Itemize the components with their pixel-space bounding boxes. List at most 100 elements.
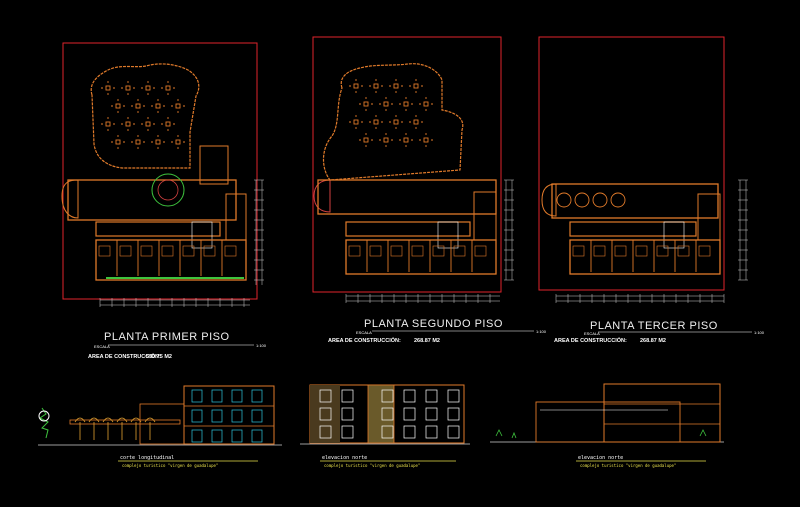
bed-icon: [369, 245, 382, 257]
corridor-3: [569, 221, 697, 237]
corridor: [95, 221, 221, 237]
bed-icon: [182, 245, 195, 257]
stair-icon: [191, 221, 213, 249]
table-set-icon: [383, 137, 389, 143]
table-set-icon: [383, 101, 389, 107]
table-set-icon: [125, 121, 131, 127]
escala-label-1: ESCALA: [94, 344, 110, 349]
bed-icon: [224, 245, 237, 257]
small-trees: [495, 429, 707, 439]
table-set-icon: [353, 119, 359, 125]
table-set-icon: [175, 139, 181, 145]
plan-title-3: PLANTA TERCER PISO: [590, 320, 718, 332]
bed-icon: [698, 245, 711, 257]
bed-icon: [140, 245, 153, 257]
table-set-icon: [363, 101, 369, 107]
bed-icon: [677, 245, 690, 257]
table-set-icon: [145, 121, 151, 127]
bed-icon: [119, 245, 132, 257]
bed-icon: [656, 245, 669, 257]
tree-icon: [38, 407, 50, 439]
entrance-curve-3: [541, 183, 557, 217]
bed-icon: [474, 245, 487, 257]
elevation-norte-2: elevacion norte complejo turistico "virg…: [490, 383, 724, 468]
section-openings: [191, 389, 263, 443]
table-set-icon: [135, 103, 141, 109]
bed-icon: [161, 245, 174, 257]
caption-corte: corte longitudinal: [120, 455, 174, 461]
terrace-outline-2: [322, 63, 464, 181]
subcaption-norte: complejo turistico "virgen de guadalupe": [324, 463, 420, 468]
table-set-icon: [413, 119, 419, 125]
bed-icon: [98, 245, 111, 257]
room-dividers-1: [98, 240, 237, 276]
plan-primer-piso: PLANTA PRIMER PISO ESCALA 1:100 AREA DE …: [61, 63, 267, 360]
scale-2: 1:100: [536, 329, 547, 334]
bed-icon: [614, 245, 627, 257]
stair-icon-3: [663, 221, 685, 249]
table-set-icon: [165, 121, 171, 127]
table-set-grid: [101, 81, 185, 149]
table-set-icon: [393, 83, 399, 89]
table-set-icon: [393, 119, 399, 125]
entrance-curve: [61, 179, 79, 219]
bed-icon: [203, 245, 216, 257]
entrance-curve-2: [313, 179, 331, 213]
table-set-icon: [165, 85, 171, 91]
rooms-row: [95, 239, 247, 281]
escala-label-2: ESCALA: [356, 330, 372, 335]
table-set-icon: [135, 139, 141, 145]
bed-icon: [390, 245, 403, 257]
lobby-block: [67, 179, 237, 221]
table-set-icon: [363, 137, 369, 143]
area-value-1: 550.75 M2: [146, 354, 172, 360]
caption-norte: elevacion norte: [322, 455, 367, 461]
bed-icon: [411, 245, 424, 257]
frame-segundo-piso: [312, 36, 502, 293]
area-label-1: AREA DE CONSTRUCCIÓN:: [88, 352, 161, 360]
plan-tercer-piso: PLANTA TERCER PISO ESCALA 1:100 AREA DE …: [541, 179, 765, 344]
bed-icon: [453, 245, 466, 257]
elevation-windows: [319, 389, 460, 439]
terrace-outline: [90, 63, 200, 169]
bed-icon: [635, 245, 648, 257]
room-dividers-3: [572, 240, 711, 272]
table-set-grid-2: [349, 79, 433, 147]
room-dividers-2: [348, 240, 487, 272]
stair-icon-2: [437, 221, 459, 249]
plan-title-2: PLANTA SEGUNDO PISO: [364, 318, 503, 330]
dimension-lines-2: [345, 179, 514, 303]
plan-segundo-piso: PLANTA SEGUNDO PISO ESCALA 1:100 AREA DE…: [313, 63, 547, 344]
table-set-icon: [145, 85, 151, 91]
area-label-3: AREA DE CONSTRUCCIÓN:: [554, 336, 627, 344]
subcaption-corte: complejo turistico "virgen de guadalupe": [122, 463, 218, 468]
stone-column: [367, 384, 395, 444]
dimension-lines-3: [555, 179, 748, 303]
area-label-2: AREA DE CONSTRUCCIÓN:: [328, 336, 401, 344]
table-set-icon: [105, 121, 111, 127]
table-set-icon: [423, 137, 429, 143]
area-value-3: 268.87 M2: [640, 338, 666, 344]
service-block: [199, 145, 229, 185]
area-value-2: 268.87 M2: [414, 338, 440, 344]
table-set-icon: [155, 139, 161, 145]
bed-icon: [593, 245, 606, 257]
table-set-icon: [155, 103, 161, 109]
corridor-2: [345, 221, 471, 237]
dimension-lines-1: [99, 179, 264, 307]
caption-norte-2: elevacion norte: [578, 455, 623, 461]
table-set-icon: [115, 103, 121, 109]
scale-3: 1:100: [754, 330, 765, 335]
subcaption-norte-2: complejo turistico "virgen de guadalupe": [580, 463, 676, 468]
scale-1: 1:100: [256, 343, 267, 348]
section-corte-longitudinal: corte longitudinal complejo turistico "v…: [38, 385, 282, 468]
table-set-icon: [423, 101, 429, 107]
table-set-icon: [403, 137, 409, 143]
table-set-icon: [403, 101, 409, 107]
frame-tercer-piso: [538, 36, 725, 291]
bed-icon: [432, 245, 445, 257]
table-set-icon: [115, 139, 121, 145]
elevation-norte: elevacion norte complejo turistico "virg…: [300, 384, 470, 468]
plan-title-1: PLANTA PRIMER PISO: [104, 331, 230, 343]
